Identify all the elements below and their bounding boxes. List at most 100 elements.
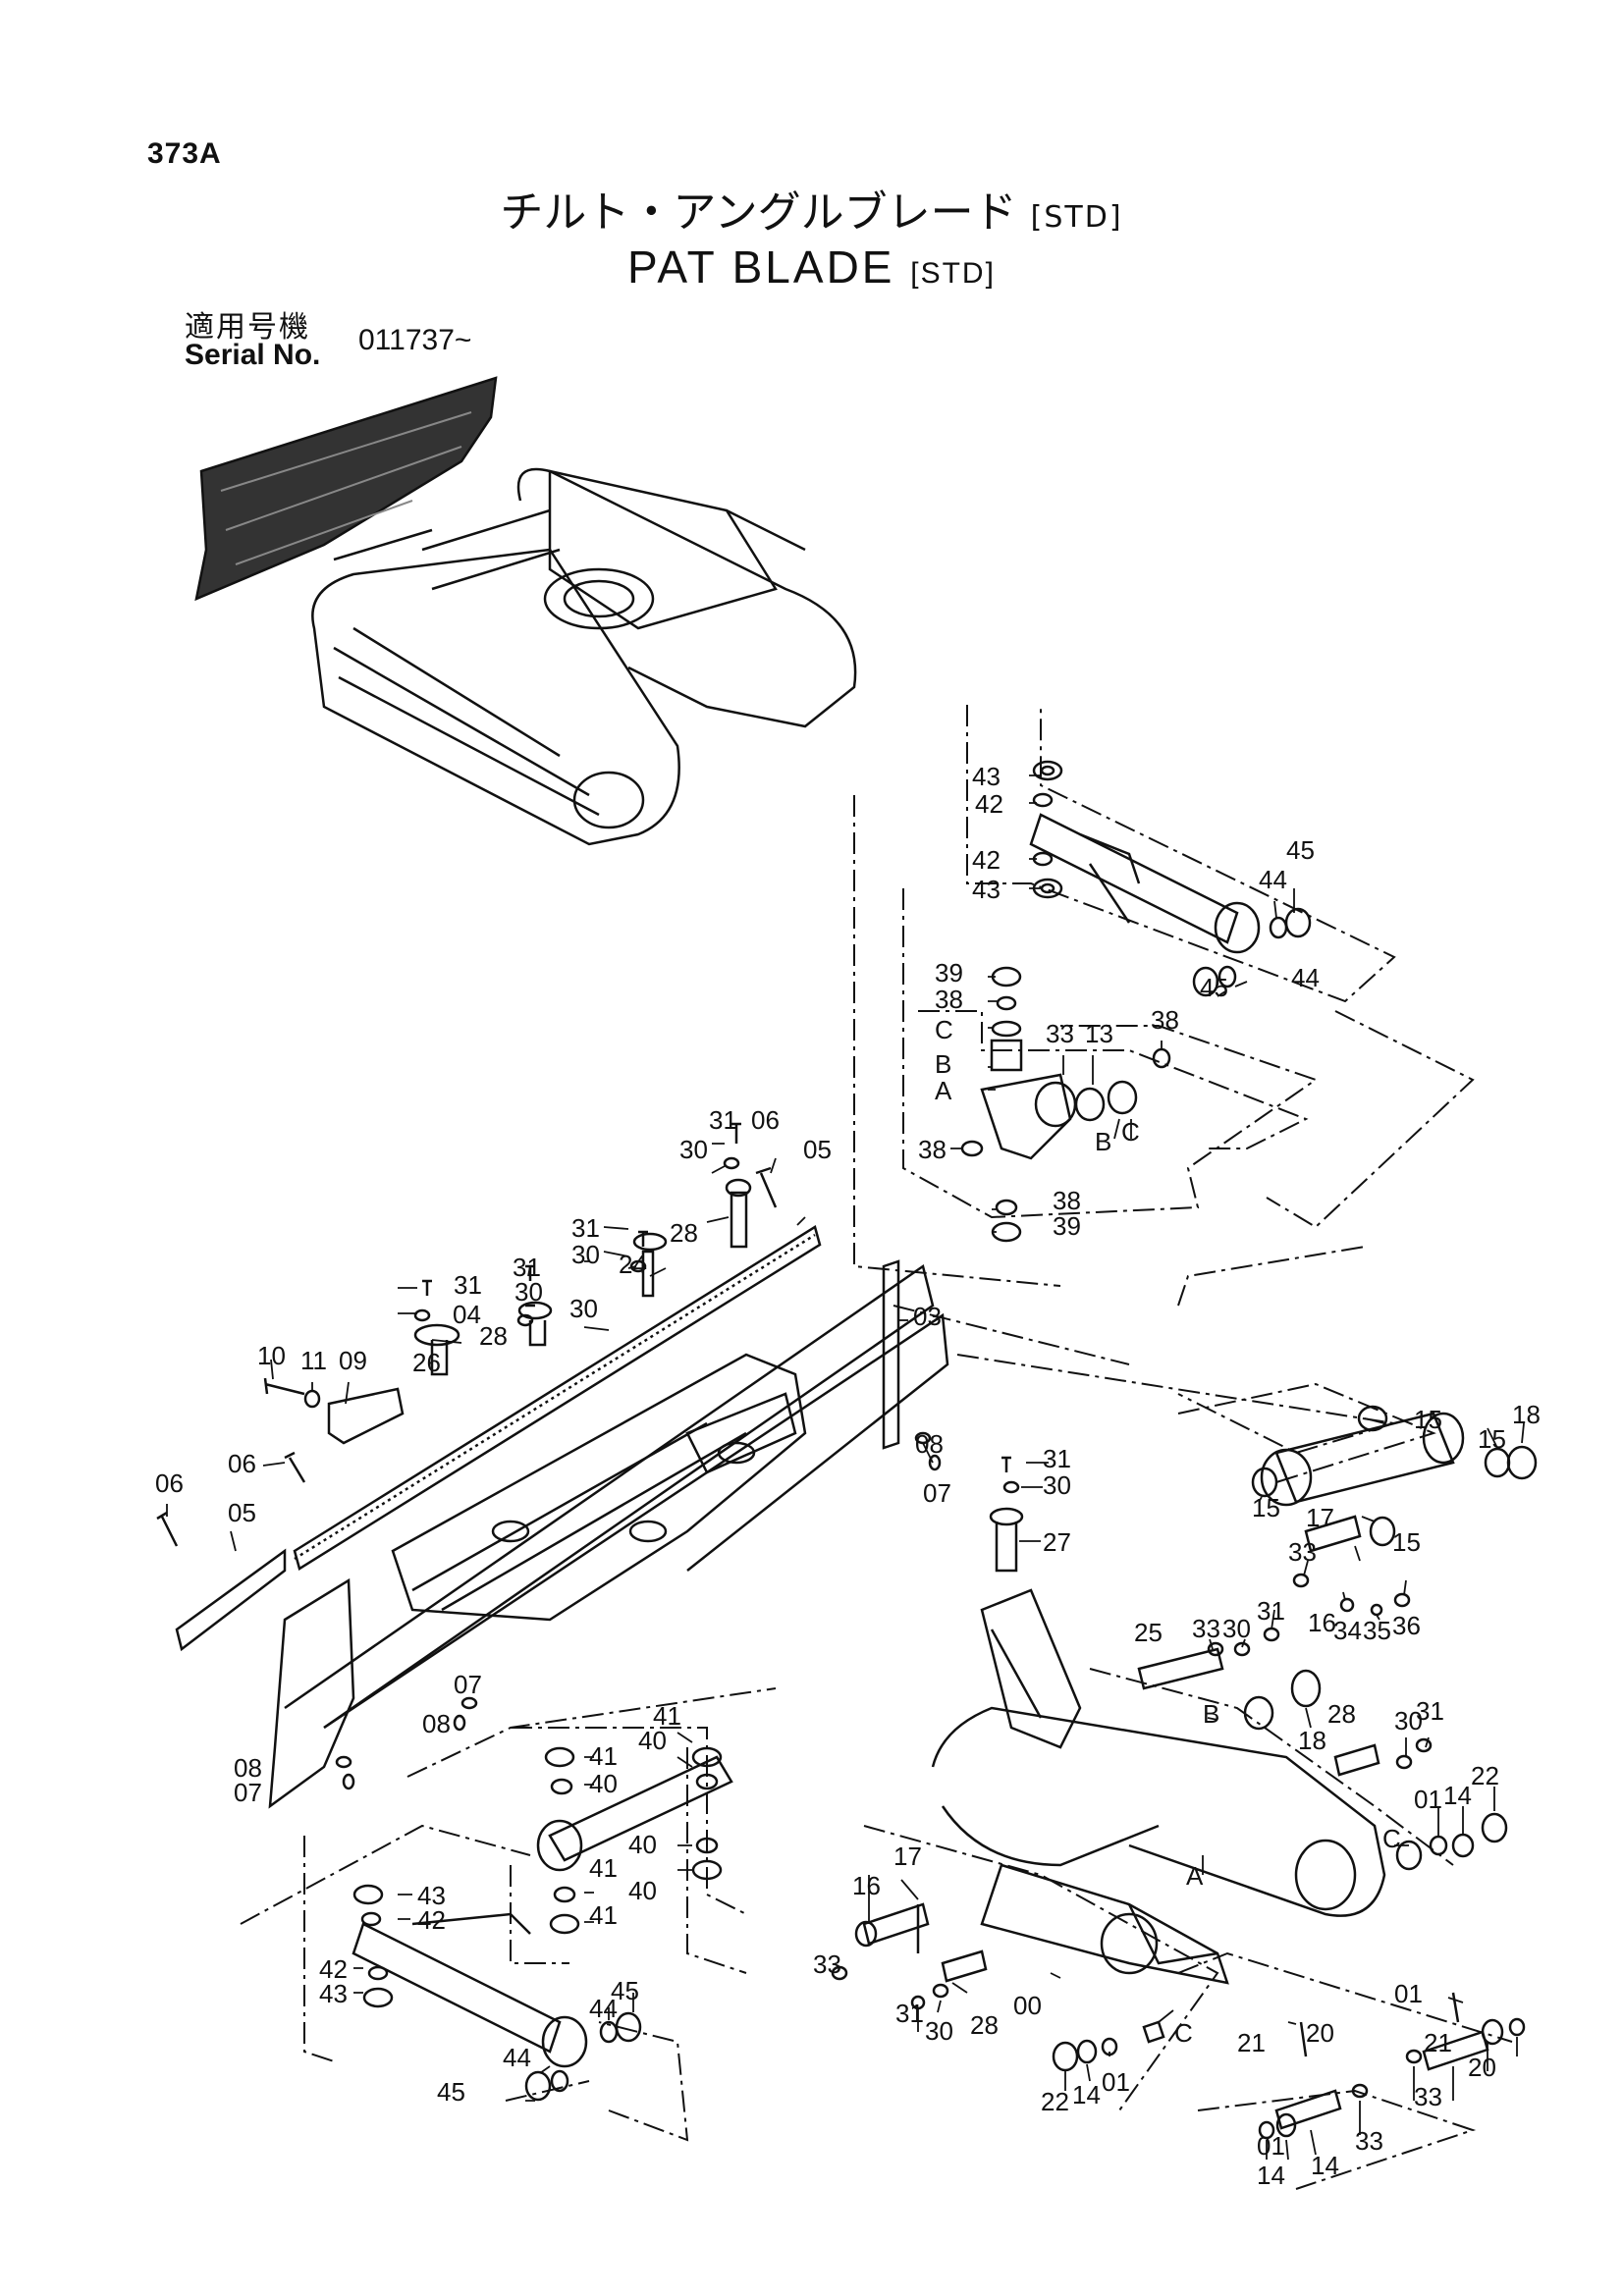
callout-label: 21: [1237, 2028, 1266, 2057]
callout-label: 31: [1043, 1444, 1071, 1473]
callout-label: C: [1121, 1117, 1140, 1147]
callout-label: 30: [571, 1240, 600, 1269]
callout-label: 38: [935, 985, 963, 1014]
callout-label: 07: [454, 1670, 482, 1699]
callout-label: B: [935, 1049, 951, 1079]
callout-label: 28: [970, 2010, 999, 2040]
callout-label: 43: [972, 875, 1001, 904]
callout-label: 40: [628, 1876, 657, 1905]
cutting-edge-05: [175, 1548, 287, 1652]
callout-label: 15: [1478, 1424, 1506, 1454]
push-frame-arm-a: [931, 1706, 1386, 1917]
callout-label: 06: [155, 1468, 184, 1498]
callout-label: 08: [422, 1709, 451, 1738]
callout-label: 31: [1257, 1596, 1285, 1626]
callout-label: 01: [1394, 1979, 1423, 2008]
overview-track-right: [549, 469, 857, 728]
callout-label: 42: [975, 789, 1003, 819]
callout-label: 45: [437, 2077, 465, 2107]
callout-label: 31: [454, 1270, 482, 1300]
callout-label: 43: [319, 1979, 348, 2008]
callout-label: 15: [1392, 1527, 1421, 1557]
callout-label: 16: [1308, 1608, 1336, 1637]
callout-label: 04: [453, 1300, 481, 1329]
pin-28-right: [1333, 1743, 1380, 1777]
callout-label: 06: [751, 1105, 780, 1135]
callout-label: 30: [679, 1135, 708, 1164]
callout-label: 28: [1327, 1699, 1356, 1729]
title-jp-std: [STD]: [1030, 200, 1123, 235]
callout-label: 39: [935, 958, 963, 988]
pin-16-lower: [862, 1902, 930, 1946]
callout-label: 18: [1298, 1726, 1326, 1755]
callout-label: 07: [234, 1778, 262, 1807]
pin-16-upper: [1304, 1515, 1362, 1553]
callout-label: B: [1095, 1127, 1111, 1156]
bolt-10: [263, 1377, 305, 1396]
callout-label: 42: [319, 1954, 348, 1984]
callout-label: 00: [1013, 1991, 1042, 2020]
callout-label: 31: [895, 1999, 924, 2028]
callout-label: 30: [569, 1294, 598, 1323]
callout-label: 41: [653, 1701, 681, 1731]
callout-label: 30: [925, 2016, 953, 2046]
callout-label: 44: [503, 2043, 531, 2072]
callout-label: 14: [1257, 2161, 1285, 2190]
callout-label: 43: [417, 1881, 446, 1910]
serial-label-en: Serial No.: [185, 339, 321, 371]
callout-label: 03: [913, 1302, 942, 1331]
overview-upper-frame: [548, 469, 778, 630]
callout-label: 31: [571, 1213, 600, 1243]
pin-25: [1137, 1647, 1224, 1690]
small-parts: [156, 760, 1538, 2140]
angle-cylinder-lower: [352, 1922, 562, 2054]
callout-label: 15: [1252, 1493, 1280, 1522]
callout-label: 17: [1306, 1503, 1334, 1532]
callout-label: 08: [234, 1753, 262, 1783]
overview-track-left: [311, 548, 680, 846]
callout-label: 38: [1053, 1186, 1081, 1215]
callout-label: 31: [1416, 1696, 1444, 1726]
callout-label: 27: [1043, 1527, 1071, 1557]
blade-beam-top: [284, 1263, 935, 1730]
bracket-03: [882, 1259, 900, 1450]
callout-label: 24: [619, 1250, 647, 1279]
title-jp-text: チルト・アングルブレード: [500, 187, 1017, 238]
callout-label: 31: [709, 1105, 737, 1135]
serial-label-jp: 適用号機: [185, 310, 310, 345]
blade-assembly: [175, 1225, 949, 1809]
callout-label: 16: [852, 1871, 881, 1900]
callout-label: 30: [1222, 1614, 1251, 1643]
push-frame-upright: [980, 1588, 1082, 1749]
callout-label: 13: [1085, 1019, 1113, 1048]
callout-label: 21: [1424, 2028, 1452, 2057]
swivel-a: [980, 1073, 1072, 1160]
callout-label: 43: [972, 762, 1001, 791]
callout-label: 11: [300, 1346, 327, 1375]
title-english: PAT BLADE [STD]: [0, 240, 1623, 294]
title-japanese: チルト・アングルブレード [STD]: [0, 177, 1623, 240]
group-frames: [240, 705, 1513, 2190]
callout-label: 30: [1043, 1470, 1071, 1500]
callout-label: 22: [1041, 2087, 1069, 2116]
callout-label: 14: [1311, 2151, 1339, 2180]
pin-20-lower: [1274, 2089, 1342, 2130]
callout-label: 33: [813, 1949, 841, 1979]
callout-label: 14: [1072, 2080, 1101, 2109]
callout-label: 08: [915, 1429, 944, 1459]
callout-label: 30: [514, 1277, 543, 1307]
callout-label: 40: [638, 1726, 667, 1755]
title-en-text: PAT BLADE: [627, 241, 895, 293]
callout-label: 05: [803, 1135, 832, 1164]
callout-label: 33: [1192, 1614, 1220, 1643]
angle-cylinders: [352, 813, 1261, 2068]
callout-label: 28: [670, 1218, 698, 1248]
callout-label: 41: [589, 1741, 618, 1771]
callout-label: 07: [923, 1478, 951, 1508]
callout-label: 09: [339, 1346, 367, 1375]
leader-lines: [166, 774, 1525, 2161]
callout-label: 45: [1286, 835, 1315, 865]
callout-label: 33: [1288, 1537, 1317, 1567]
callout-label: 40: [589, 1769, 618, 1798]
